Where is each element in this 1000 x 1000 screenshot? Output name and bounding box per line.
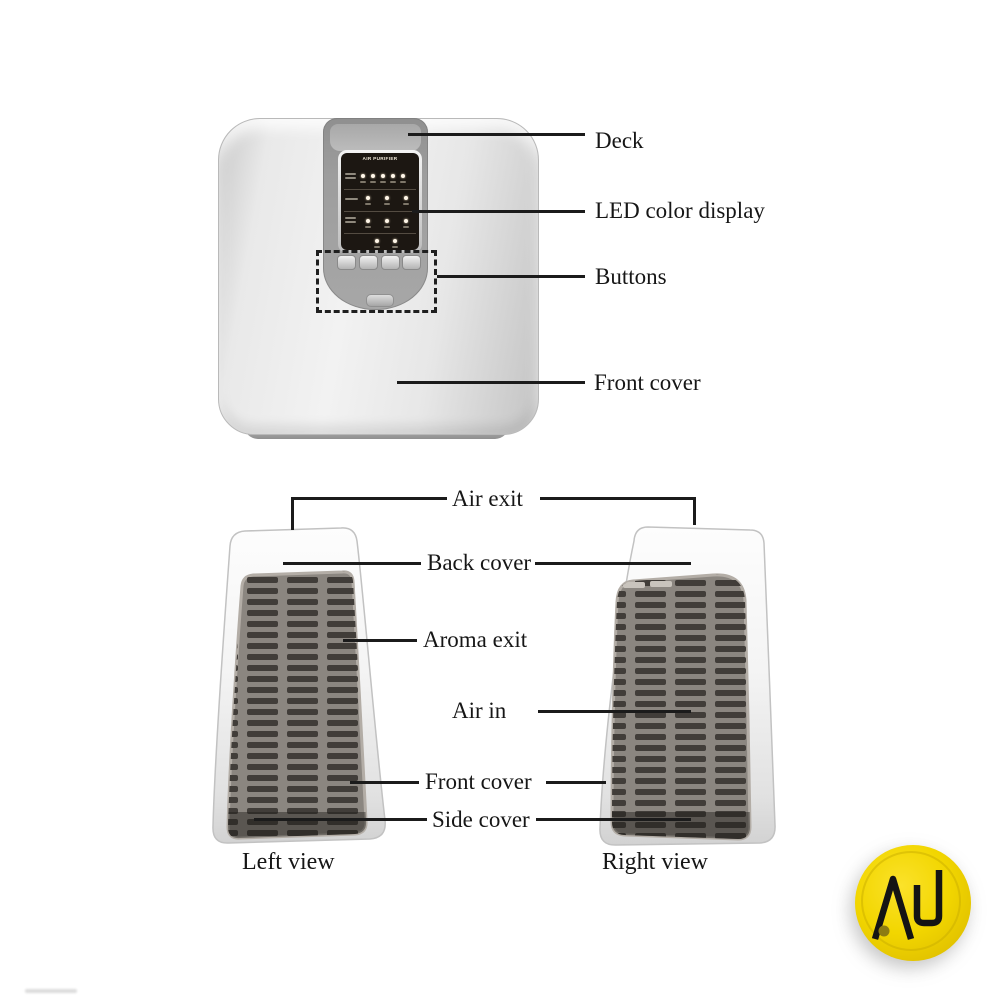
grille-highlight-slat (650, 581, 672, 587)
left-view-device (212, 527, 386, 844)
led-indicator (374, 239, 380, 248)
device-button-1 (337, 255, 356, 270)
led-indicator (384, 219, 390, 228)
led-row-1 (360, 174, 406, 183)
air-exit-right-elbow (693, 497, 696, 525)
led-indicator (384, 196, 390, 205)
left-view-grille-footer (228, 812, 367, 839)
led-display-face: AIR PURIFIER (341, 153, 419, 250)
back-cover-right-line (535, 562, 691, 565)
air-in-line (538, 710, 691, 713)
front-cover-label-bottom: Front cover (425, 769, 532, 794)
right-view-label: Right view (602, 849, 708, 875)
panel-divider (344, 189, 416, 190)
deck-recess (330, 124, 421, 151)
au-logo (855, 845, 971, 961)
led-indicator (390, 174, 396, 183)
back-cover-label: Back cover (427, 550, 532, 575)
led-row-3 (365, 219, 409, 228)
panel-divider (344, 211, 416, 212)
led-row-4 (374, 239, 398, 248)
panel-label-mark (345, 177, 356, 179)
led-leader-line (412, 210, 585, 213)
deck-label: Deck (595, 128, 644, 153)
logo-letter-u (913, 870, 943, 927)
device-button-3 (381, 255, 400, 270)
panel-label-mark (345, 173, 356, 175)
device-button-2 (359, 255, 378, 270)
aroma-exit-line (343, 639, 417, 642)
aroma-exit-label: Aroma exit (423, 627, 528, 652)
led-indicator (392, 239, 398, 248)
side-cover-left-line (254, 818, 427, 821)
panel-divider (344, 233, 416, 234)
left-view-label: Left view (242, 849, 335, 875)
front-cover-right-line (546, 781, 606, 784)
led-indicator (365, 196, 371, 205)
logo-letter-a (871, 875, 915, 940)
air-exit-label: Air exit (452, 486, 523, 511)
logo-inner-ring (861, 851, 961, 951)
panel-title: AIR PURIFIER (362, 157, 398, 162)
right-view-grille-footer (612, 812, 750, 840)
led-indicator (400, 174, 406, 183)
air-exit-right-line (540, 497, 696, 500)
led-display-label: LED color display (595, 198, 765, 223)
logo-text: AU (0, 0, 1, 1)
led-indicator (360, 174, 366, 183)
left-view-grille-slats (228, 571, 367, 839)
front-cover-leader-line (397, 381, 585, 384)
air-exit-left-line (291, 497, 447, 500)
front-cover-label-top: Front cover (594, 370, 701, 395)
led-row-2 (365, 196, 409, 205)
buttons-highlight-box (316, 250, 437, 313)
led-display-panel: AIR PURIFIER (338, 150, 422, 253)
led-indicator (365, 219, 371, 228)
right-view-device (599, 526, 776, 846)
side-cover-right-line (536, 818, 691, 821)
panel-label-mark (345, 217, 356, 219)
led-indicator (403, 219, 409, 228)
right-view-grille-slats (612, 574, 750, 840)
logo-circle (855, 845, 971, 961)
deck-leader-line (408, 133, 585, 136)
logo-dot (878, 925, 890, 937)
watermark-smudge (25, 989, 77, 993)
buttons-leader-line (437, 275, 585, 278)
device-button-4 (402, 255, 421, 270)
grille-highlight-slat (623, 582, 645, 588)
panel-label-mark (345, 198, 358, 200)
led-indicator (370, 174, 376, 183)
led-indicator (403, 196, 409, 205)
back-cover-left-line (283, 562, 421, 565)
led-indicator (380, 174, 386, 183)
buttons-label: Buttons (595, 264, 667, 289)
air-in-label: Air in (452, 698, 507, 723)
air-exit-left-elbow (291, 497, 294, 530)
panel-label-mark (345, 221, 356, 223)
panel-latch (366, 294, 394, 307)
front-cover-left-line (350, 781, 419, 784)
side-cover-label: Side cover (432, 807, 530, 832)
